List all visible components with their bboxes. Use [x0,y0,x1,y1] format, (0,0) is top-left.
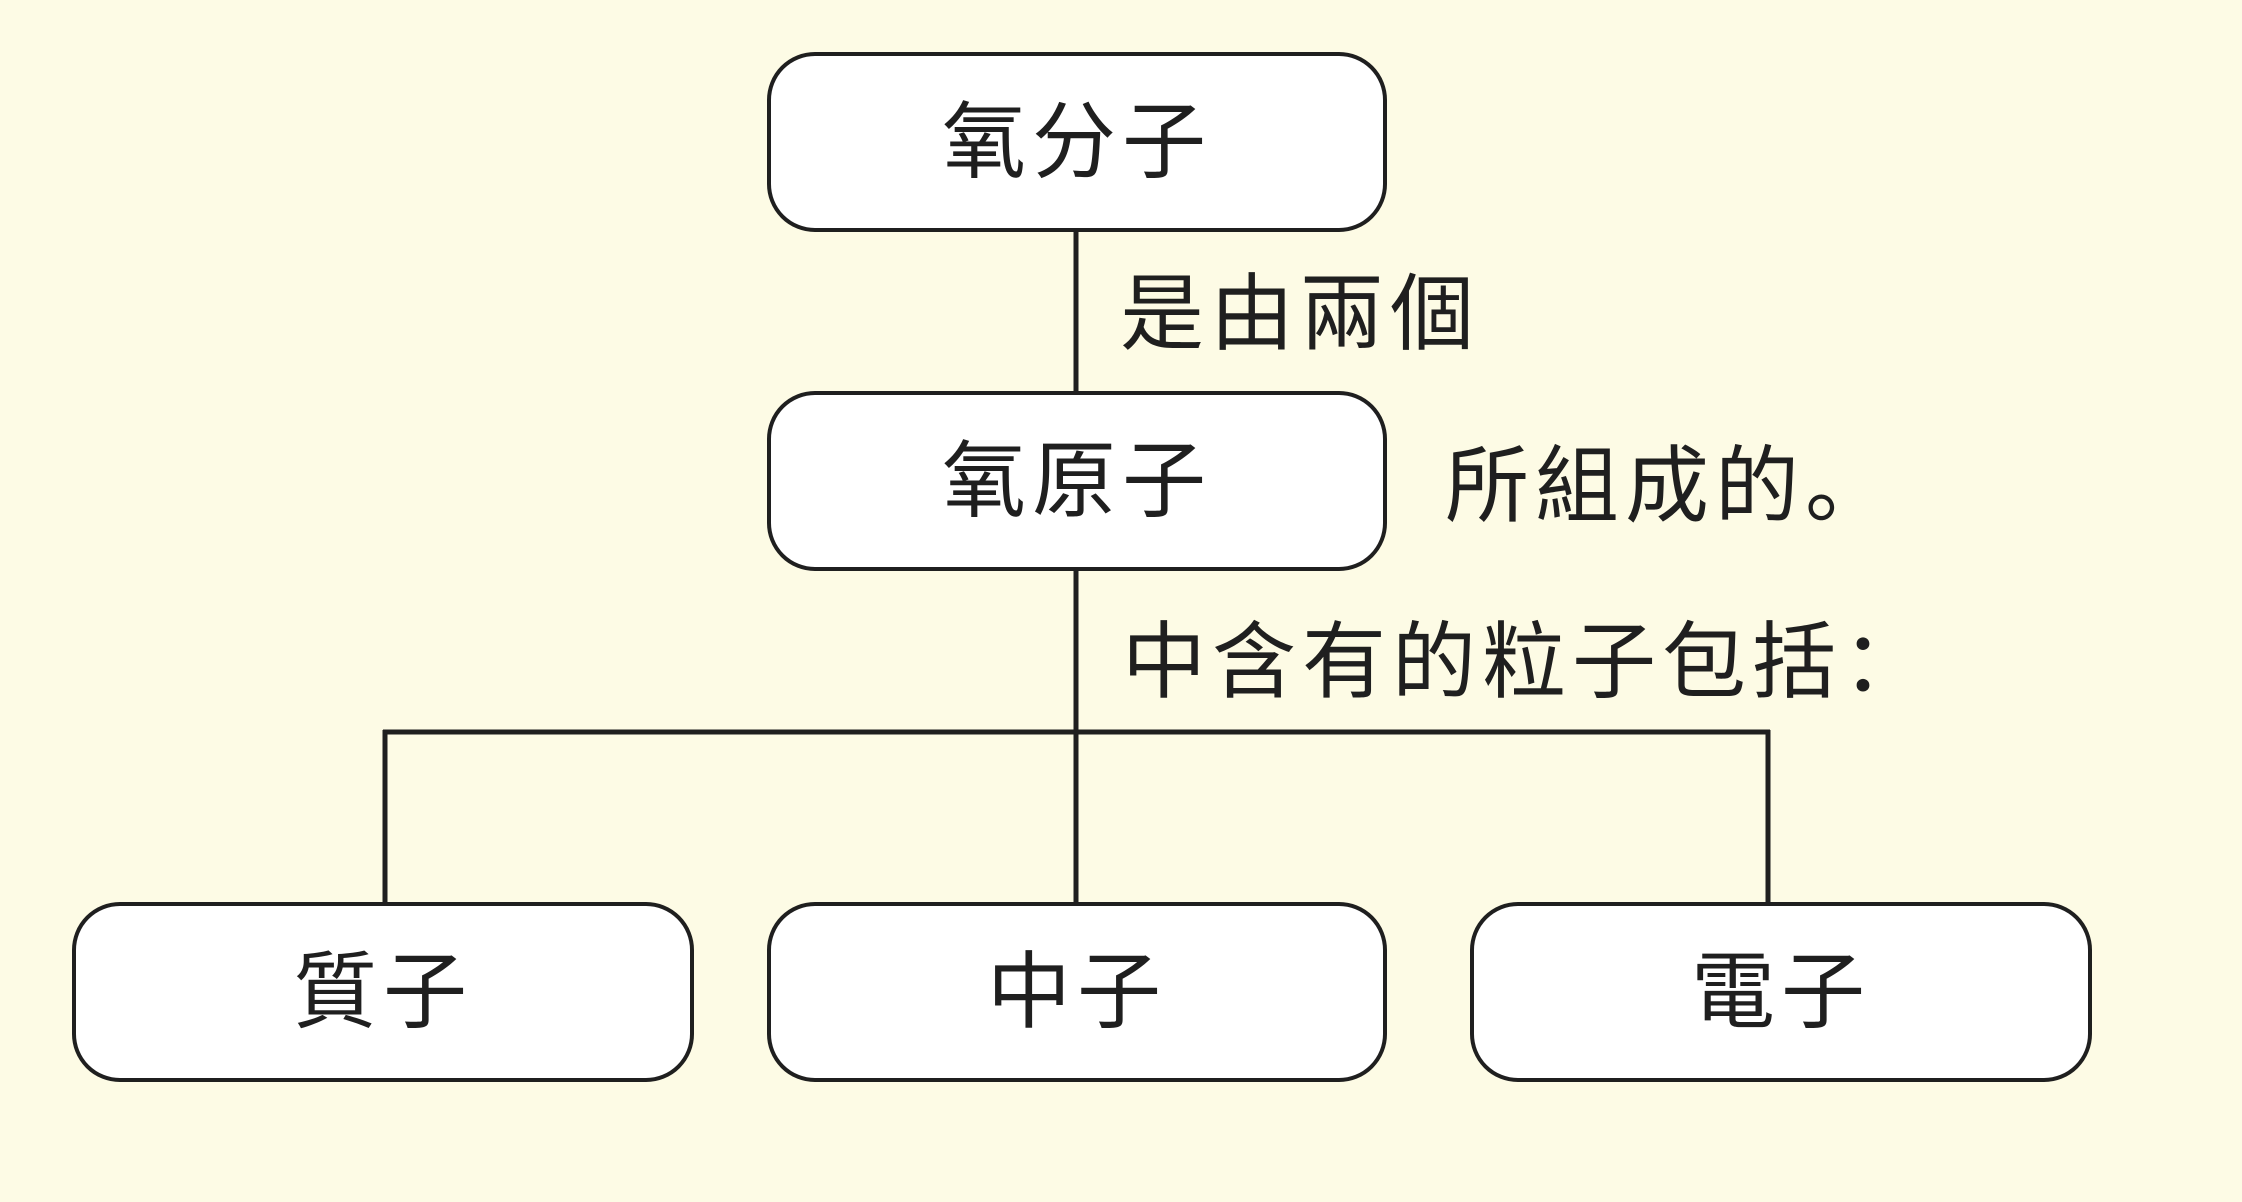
oxygen-molecule-label: 氧分子 [941,93,1212,191]
proton-label: 質子 [292,943,473,1041]
electron-label: 電子 [1690,943,1871,1041]
oxygen-atom-label: 氧原子 [941,432,1212,530]
composed-label: 所組成的。 [1445,437,1896,535]
neutron-label: 中子 [986,943,1167,1041]
made-of-label: 是由兩個 [1120,265,1481,363]
proton-box: 質子 [72,902,694,1082]
oxygen-molecule-box: 氧分子 [767,52,1387,232]
contains-label: 中含有的粒子包括： [1122,613,1933,711]
neutron-box: 中子 [767,902,1387,1082]
oxygen-atom-box: 氧原子 [767,391,1387,571]
electron-box: 電子 [1470,902,2092,1082]
